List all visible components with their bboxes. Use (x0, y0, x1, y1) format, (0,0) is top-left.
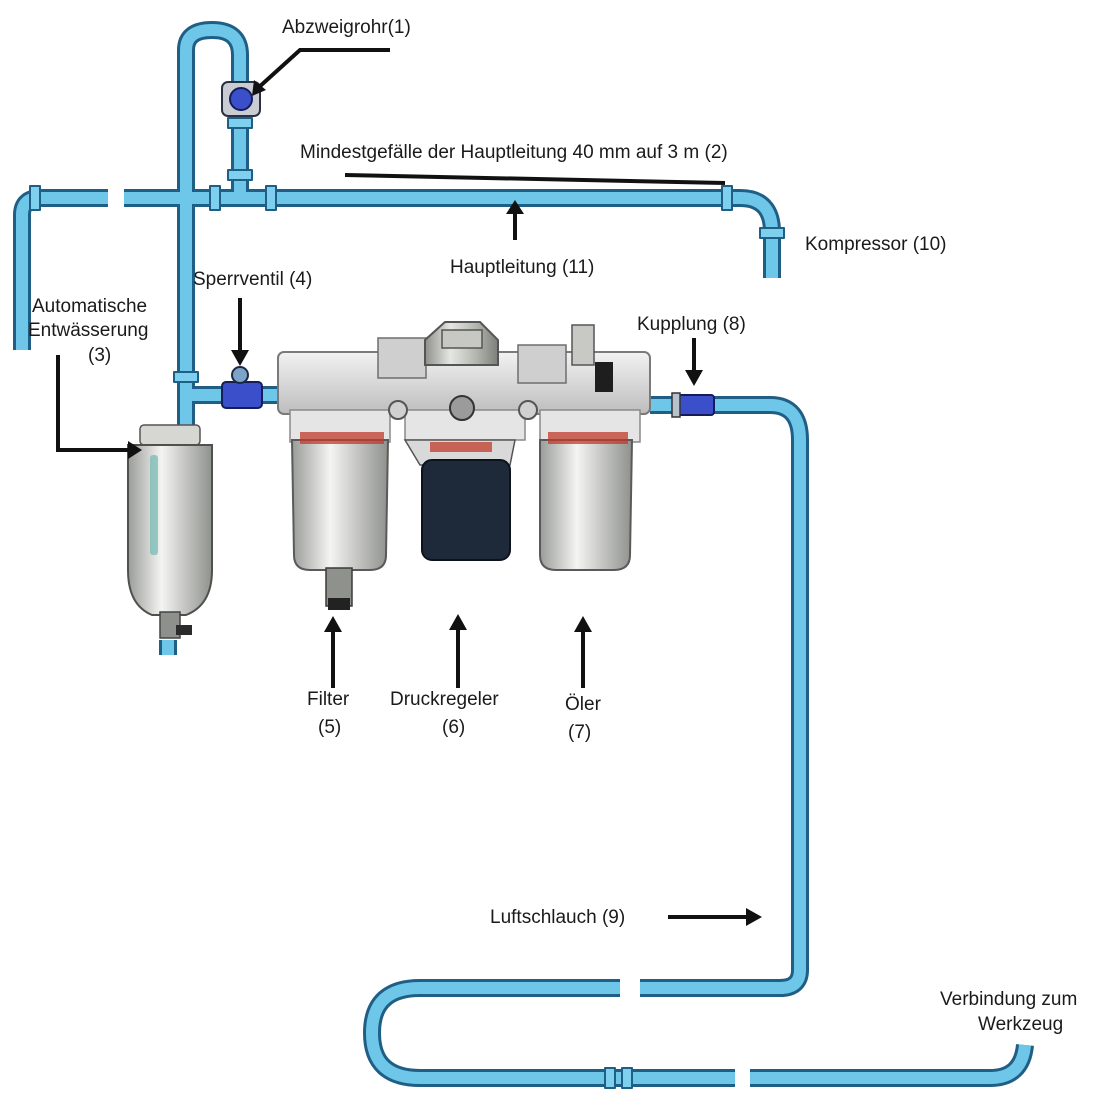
coupling (671, 392, 715, 418)
label-druckregeler-2: (6) (442, 717, 465, 738)
label-sperrventil: Sperrventil (4) (193, 269, 312, 290)
label-entwaesserung-3: (3) (88, 345, 111, 366)
label-hauptleitung: Hauptleitung (11) (450, 257, 594, 278)
pipe-network (13, 21, 1034, 1089)
label-abzweigrohr: Abzweigrohr(1) (282, 17, 411, 38)
label-gefaelle: Mindestgefälle der Hauptleitung 40 mm au… (300, 142, 728, 163)
label-druckregeler-1: Druckregeler (390, 689, 499, 710)
oiler-bowl (539, 439, 634, 571)
label-verbindung-2: Werkzeug (978, 1014, 1063, 1035)
outlet-pipe (650, 396, 809, 970)
shutoff-valve (221, 366, 263, 409)
label-filter-1: Filter (307, 689, 350, 710)
main-pipe (124, 189, 781, 278)
label-entwaesserung-1: Automatische (32, 296, 147, 317)
branch-valve (221, 81, 261, 117)
label-filter-2: (5) (318, 717, 341, 738)
labels: Abzweigrohr(1) Mindestgefälle der Hauptl… (28, 17, 1077, 1035)
label-verbindung-1: Verbindung zum (940, 989, 1077, 1010)
label-oeler-2: (7) (568, 722, 591, 743)
label-oeler-1: Öler (565, 694, 602, 715)
label-entwaesserung-2: Entwässerung (28, 320, 148, 341)
air-hose-lower (363, 979, 735, 1087)
filter-bowl (290, 439, 390, 571)
automatic-drain-bowl (127, 424, 213, 639)
label-kompressor: Kompressor (10) (805, 234, 947, 255)
annotation-arrows (56, 48, 762, 926)
label-kupplung: Kupplung (8) (637, 314, 746, 335)
label-luftschlauch: Luftschlauch (9) (490, 907, 625, 928)
frl-unit (277, 321, 651, 610)
